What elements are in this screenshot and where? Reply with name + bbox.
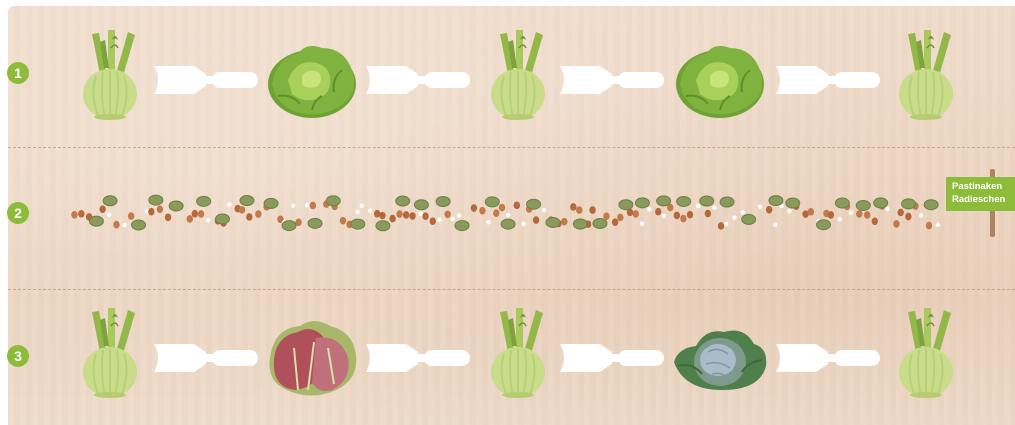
trowel-icon [774,340,882,376]
row-3-badge: 3 [7,345,29,367]
lettuce-icon [264,40,360,120]
savoy-cabbage-icon [672,318,768,398]
trowel-icon [364,62,472,98]
fennel-icon [890,28,962,120]
fennel-icon [890,306,962,398]
trowel-icon [364,340,472,376]
row-1-badge: 1 [7,62,29,84]
trowel-icon [152,62,260,98]
sign-icon: Pastinaken Radieschen [946,167,1015,247]
sign-board: Pastinaken Radieschen [946,177,1015,211]
row-2-badge: 2 [7,202,29,224]
trowel-icon [558,62,666,98]
fennel-icon [482,306,554,398]
trowel-icon [152,340,260,376]
red-lettuce-icon [264,318,360,398]
sign-label-radieschen: Radieschen [952,193,1015,206]
fennel-icon [74,28,146,120]
lettuce-icon [672,40,768,120]
sign-label-pastinaken: Pastinaken [952,180,1015,193]
row-divider [8,147,1015,148]
row-divider [8,289,1015,290]
trowel-icon [774,62,882,98]
trowel-icon [558,340,666,376]
fennel-icon [74,306,146,398]
fennel-icon [482,28,554,120]
